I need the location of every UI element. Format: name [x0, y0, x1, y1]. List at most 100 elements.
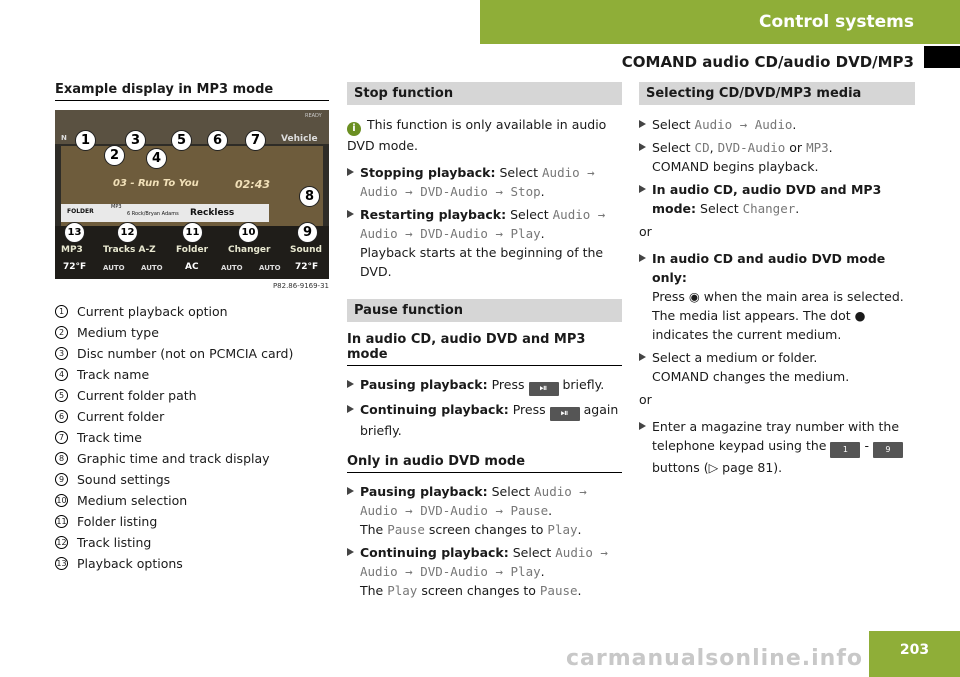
legend-text: Current playback option — [77, 304, 228, 319]
screen-top-left: N — [61, 134, 67, 142]
bullet-pre: Select — [499, 164, 539, 180]
arrow-bullet-icon — [347, 209, 354, 218]
bullet-after: screen changes to — [421, 582, 536, 598]
arrow-bullet-icon — [347, 486, 354, 495]
bullet-label: In audio CD and audio DVD mode only: — [652, 251, 886, 285]
screen-auto-1: AUTO — [103, 264, 125, 272]
key-1-icon: 1 — [830, 442, 861, 458]
column-select-media: Selecting CD/DVD/MP3 media Select Audio … — [639, 82, 915, 481]
legend-text: Track time — [77, 430, 142, 445]
arrow-bullet-icon — [639, 353, 646, 361]
pause-heading: Pause function — [347, 298, 622, 322]
screen-folder-label: FOLDER — [67, 208, 94, 215]
screen-menu-folder: Folder — [176, 245, 209, 255]
legend-text: Medium selection — [77, 493, 188, 508]
legend-number: 10 — [55, 494, 68, 507]
callout-4: 4 — [146, 148, 167, 169]
legend-text: Current folder path — [77, 388, 197, 403]
bullet-text: The media list appears. The dot — [652, 308, 851, 323]
bullet-after: The — [360, 521, 384, 537]
legend-text: Medium type — [77, 325, 159, 340]
controller-press-icon: ◉ — [688, 289, 700, 304]
or-text-1: or — [639, 224, 652, 239]
bullet-pre: Select — [652, 140, 691, 155]
bullet-pre: Select — [700, 201, 739, 216]
arrow-bullet-icon — [639, 120, 646, 128]
bullet-pre: Press — [491, 376, 525, 392]
screen-vehicle: Vehicle — [281, 134, 318, 144]
screen-folder-bar — [61, 204, 269, 222]
callout-10: 10 — [238, 222, 259, 243]
bullet-after: COMAND changes the medium. — [652, 369, 850, 384]
menu-path: Audio → Audio → DVD-Audio → Stop — [360, 164, 595, 199]
bullet-after: The — [360, 582, 384, 598]
select-media-heading: Selecting CD/DVD/MP3 media — [639, 82, 915, 105]
menu-mono: Play — [547, 521, 578, 537]
bullet-after: COMAND begins playback. — [652, 159, 819, 174]
legend-number: 5 — [55, 389, 68, 402]
screen-ac: AC — [185, 262, 199, 272]
figure-reference: P82.86-9169-31 — [272, 282, 329, 290]
bullet-label: In audio CD, audio DVD and MP3 mode: — [652, 182, 882, 216]
menu-path: Audio → Audio — [694, 117, 793, 132]
page-number: 203 — [869, 631, 960, 677]
column-display-example: Example display in MP3 mode N Vehicle RE… — [55, 82, 329, 574]
menu-mono: Pause — [387, 521, 425, 537]
info-icon: i — [347, 121, 361, 136]
pause-bullet-2: Continuing playback: Press ⏯ again brief… — [347, 400, 622, 440]
stop-bullet-2: Restarting playback: Select Audio → Audi… — [347, 205, 622, 281]
bullet-after: Playback starts at the beginning of the … — [360, 244, 604, 279]
display-heading: Example display in MP3 mode — [55, 82, 329, 101]
play-pause-key-icon: ⏯ — [549, 406, 580, 421]
section-title: COMAND audio CD/audio DVD/MP3 — [621, 53, 914, 71]
bullet-label: Continuing playback: — [360, 544, 509, 560]
arrow-bullet-icon — [639, 143, 646, 151]
pause-bullet-4: Continuing playback: Select Audio → Audi… — [347, 543, 622, 600]
callout-6: 6 — [207, 130, 228, 151]
menu-path: Audio → Audio → DVD-Audio → Pause — [360, 483, 587, 518]
pause-bullet-1: Pausing playback: Press ⏯ briefly. — [347, 375, 622, 396]
stop-note-text: This function is only available in audio… — [347, 117, 607, 153]
callout-13: 13 — [64, 222, 85, 243]
callout-3: 3 — [125, 130, 146, 151]
header-tab: Control systems — [480, 0, 960, 44]
callout-9: 9 — [297, 222, 318, 243]
bullet-text: when the main area is selected. — [703, 289, 904, 304]
legend-text: Graphic time and track display — [77, 451, 270, 466]
arrow-bullet-icon — [639, 422, 646, 430]
menu-mono: MP3 — [806, 140, 829, 155]
legend-number: 13 — [55, 557, 68, 570]
bullet-label: Pausing playback: — [360, 376, 488, 392]
legend-text: Sound settings — [77, 472, 171, 487]
arrow-bullet-icon — [639, 254, 646, 262]
corner-block — [924, 46, 960, 68]
bullet-text: Enter a magazine tray number with the te… — [652, 419, 900, 453]
media-bullet-4: In audio CD and audio DVD mode only:Pres… — [639, 249, 915, 344]
screen-menu-mp3: MP3 — [61, 245, 83, 255]
bullet-pre: Select — [491, 483, 531, 499]
arrow-bullet-icon — [347, 547, 354, 556]
bullet-pre: Select — [510, 206, 549, 222]
bullet-label: Pausing playback: — [360, 483, 488, 499]
bullet-after: screen changes to — [428, 521, 544, 537]
legend-item: 7 Track time — [55, 427, 329, 448]
screen-auto-4: AUTO — [259, 264, 281, 272]
callout-12: 12 — [117, 222, 138, 243]
pause-bullet-3: Pausing playback: Select Audio → Audio →… — [347, 482, 622, 539]
legend-number: 7 — [55, 431, 68, 444]
legend-text: Track name — [77, 367, 150, 382]
screen-mp3-tag: MP3 — [111, 204, 122, 210]
arrow-bullet-icon — [347, 167, 354, 176]
bullet-pre: Press — [512, 401, 546, 417]
bullet-text: Select a medium or folder. — [652, 350, 818, 365]
bullet-label: Stopping playback: — [360, 164, 496, 180]
